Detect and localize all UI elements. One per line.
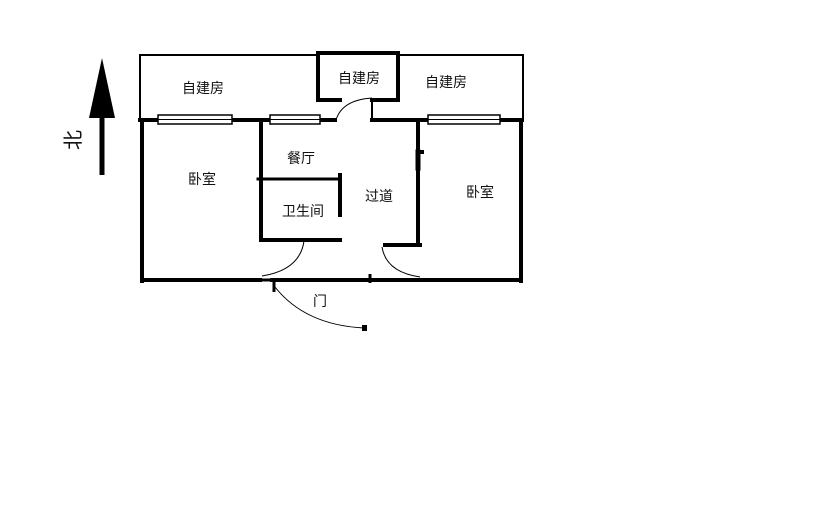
door-bedroom-left-swing xyxy=(261,240,305,277)
door-bedroom-right-swing xyxy=(381,246,421,278)
entrance-label: 门 xyxy=(313,294,327,310)
north-label: 北 xyxy=(61,130,85,150)
windows xyxy=(157,114,501,125)
door-annex-swing xyxy=(335,97,373,121)
walls xyxy=(138,51,524,283)
entrance-door-swing xyxy=(274,286,365,329)
north-arrow-icon xyxy=(89,58,115,175)
room-annex-right: 自建房 xyxy=(425,75,467,91)
room-bedroom-left: 卧室 xyxy=(188,171,216,188)
room-bedroom-right: 卧室 xyxy=(466,184,494,201)
doors xyxy=(245,97,421,331)
room-annex-mid: 自建房 xyxy=(338,71,380,87)
room-bathroom: 卫生间 xyxy=(282,204,324,220)
room-annex-left: 自建房 xyxy=(182,81,224,97)
room-corridor: 过道 xyxy=(365,189,393,205)
room-dining: 餐厅 xyxy=(287,151,315,167)
